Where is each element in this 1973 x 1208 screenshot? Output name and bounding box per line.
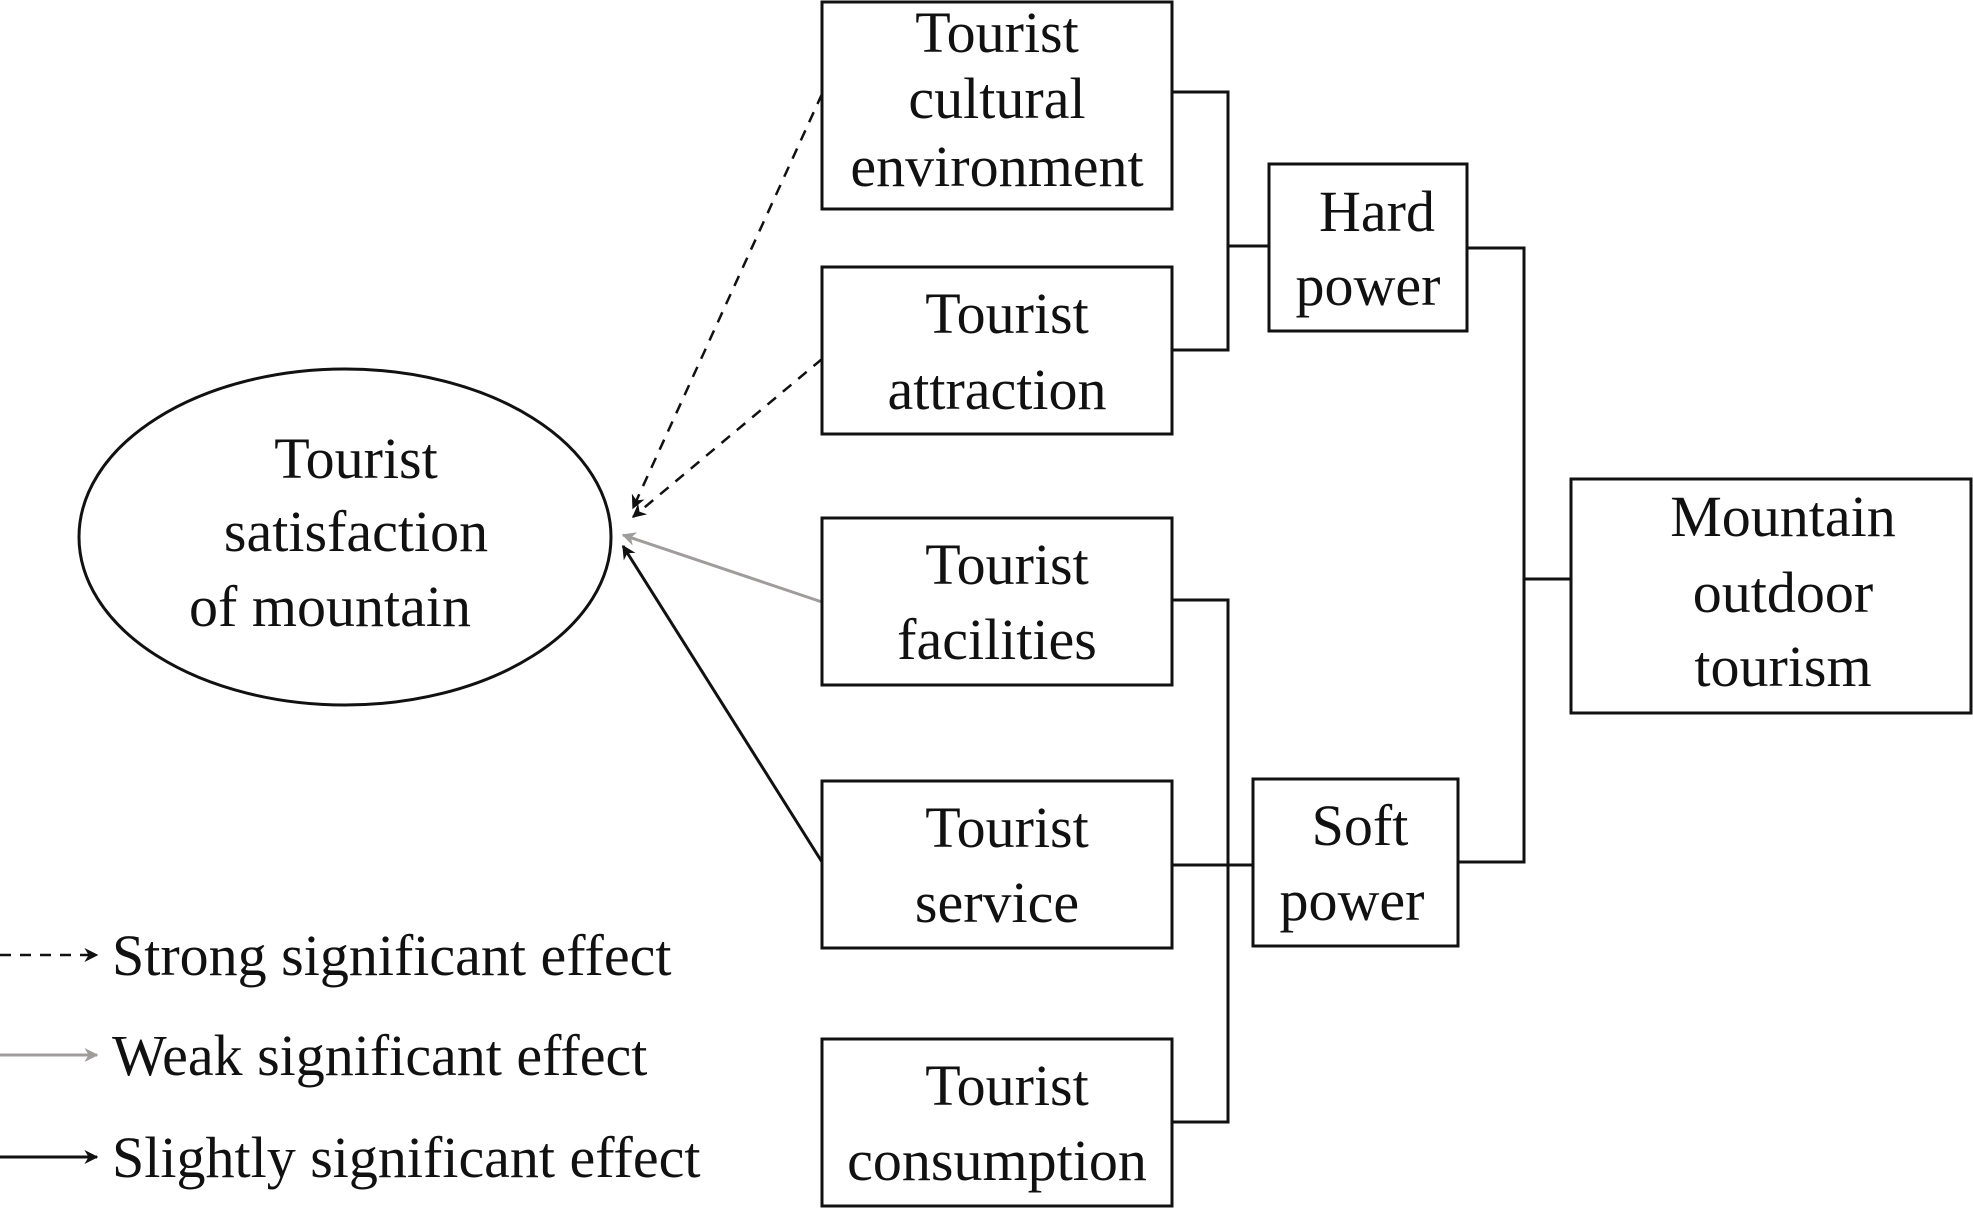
- hard-power-line-2: power: [1296, 253, 1441, 318]
- satisfaction-line-1: Tourist: [274, 426, 438, 491]
- arrow-service-slight: [621, 544, 824, 863]
- arrow-cultural-strong: [631, 93, 824, 510]
- legend-label-weak: Weak significant effect: [112, 1023, 647, 1088]
- soft-power-line-1: Soft: [1312, 793, 1409, 858]
- satisfaction-ellipse: [77, 367, 613, 707]
- hard-power-line-1: Hard: [1319, 179, 1435, 244]
- mountain-line-3: tourism: [1694, 634, 1871, 699]
- attraction-line-2: attraction: [887, 357, 1106, 422]
- mountain-line-1: Mountain: [1670, 484, 1896, 549]
- arrow-attraction-strong: [631, 358, 823, 518]
- facilities-line-1: Tourist: [925, 532, 1089, 597]
- consumption-line-2: consumption: [847, 1128, 1147, 1193]
- connector-lines: [1172, 90, 1571, 1124]
- box-tourist-service: Tourist service: [820, 779, 1174, 950]
- connector-facilities-consumption: [1172, 598, 1230, 1124]
- connector-power-to-tourism: [1458, 246, 1526, 864]
- attraction-line-1: Tourist: [925, 281, 1089, 346]
- cultural-line-1: Tourist: [915, 0, 1079, 65]
- box-tourist-facilities: Tourist facilities: [820, 516, 1174, 687]
- legend-label-strong: Strong significant effect: [112, 923, 671, 988]
- consumption-line-1: Tourist: [925, 1053, 1089, 1118]
- legend-item-slight: Slightly significant effect: [0, 1125, 700, 1190]
- box-soft-power: Soft power: [1251, 777, 1460, 948]
- box-hard-power: Hard power: [1267, 162, 1469, 333]
- box-tourist-consumption: Tourist consumption: [820, 1037, 1174, 1208]
- soft-power-line-2: power: [1280, 868, 1425, 933]
- legend-label-slight: Slightly significant effect: [112, 1125, 700, 1190]
- cultural-line-2: cultural: [908, 66, 1085, 131]
- effect-arrows: [621, 93, 824, 863]
- cultural-line-3: environment: [850, 134, 1143, 199]
- legend-item-strong: Strong significant effect: [0, 923, 671, 988]
- satisfaction-node: Tourist satisfaction of mountain: [77, 367, 613, 707]
- facilities-line-2: facilities: [897, 607, 1097, 672]
- legend-item-weak: Weak significant effect: [0, 1023, 647, 1088]
- service-line-1: Tourist: [925, 795, 1089, 860]
- mountain-line-2: outdoor: [1693, 560, 1873, 625]
- box-mountain-outdoor-tourism: Mountain outdoor tourism: [1569, 477, 1973, 715]
- arrow-facilities-weak: [621, 532, 823, 604]
- satisfaction-line-2: satisfaction: [224, 499, 488, 564]
- satisfaction-line-3: of mountain: [189, 574, 471, 639]
- legend: Strong significant effect Weak significa…: [0, 923, 700, 1190]
- box-cultural-environment: Tourist cultural environment: [820, 0, 1174, 211]
- box-tourist-attraction: Tourist attraction: [820, 265, 1174, 436]
- service-line-2: service: [915, 870, 1079, 935]
- connector-cultural-to-hard: [1172, 90, 1230, 352]
